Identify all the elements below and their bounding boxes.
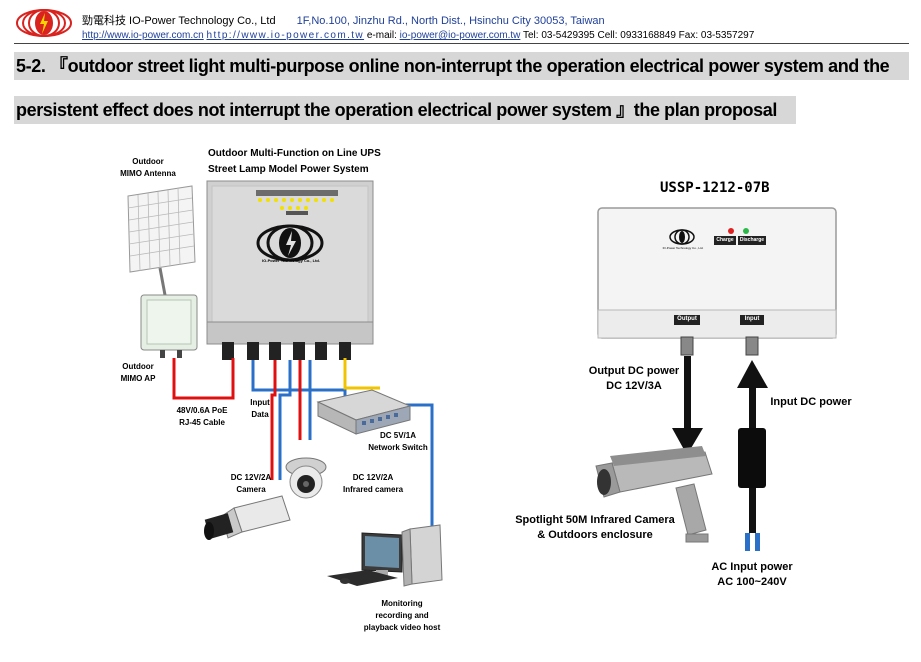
- model-number: USSP-1212-07B: [660, 180, 770, 196]
- charge-label: Charge: [716, 237, 734, 243]
- antenna-label-line-2: MIMO Antenna: [120, 169, 176, 178]
- switch-label-line-2: Network Switch: [368, 443, 428, 452]
- discharge-led-icon: [743, 228, 749, 234]
- contact-line: http://www.io-power.com.cn http://www.io…: [82, 30, 754, 41]
- website-cn-link[interactable]: http://www.io-power.com.cn: [82, 30, 204, 41]
- ups-cabinet-icon: [206, 180, 374, 360]
- poe-cable-label: 48V/0.6A PoE RJ-45 Cable: [166, 405, 238, 429]
- output-power-line-1: Output DC power: [588, 365, 680, 377]
- input-data-label: Input Data: [243, 397, 277, 421]
- ac-label-line-2: AC 100~240V: [717, 576, 787, 588]
- company-header: 勁電科技 IO-Power Technology Co., Ltd 1F,No.…: [82, 12, 605, 28]
- host-label-line-1: Monitoring: [381, 599, 423, 608]
- controller-brand-text: IO-Power Technology Co., Ltd.: [662, 246, 704, 250]
- host-label-line-2: recording and: [375, 611, 429, 620]
- camera-label-line-2: Camera: [236, 485, 266, 494]
- input-data-line-2: Data: [251, 410, 269, 419]
- mimo-antenna-icon: [127, 185, 196, 296]
- ap-label-line-1: Outdoor: [122, 362, 154, 371]
- discharge-label: Discharge: [739, 237, 765, 243]
- spotlight-label-line-1: Spotlight 50M Infrared Camera: [515, 514, 675, 526]
- monitoring-host-label: Monitoring recording and playback video …: [352, 598, 452, 634]
- switch-label: DC 5V/1A Network Switch: [362, 430, 434, 454]
- io-power-logo-icon: [16, 9, 72, 37]
- switch-label-line-1: DC 5V/1A: [379, 431, 416, 440]
- input-data-line-1: Input: [250, 398, 270, 407]
- email-label: e-mail:: [366, 30, 397, 41]
- network-switch-icon: [316, 389, 412, 435]
- poe-label-line-2: RJ-45 Cable: [179, 418, 225, 427]
- ups-brand-text: IO-Power Technology Co., Ltd.: [262, 258, 320, 263]
- input-arrow-icon: [737, 360, 768, 551]
- antenna-label: Outdoor MIMO Antenna: [112, 156, 184, 180]
- box-camera-icon: [204, 495, 291, 540]
- ap-label: Outdoor MIMO AP: [108, 361, 168, 385]
- company-name: 勁電科技 IO-Power Technology Co., Ltd: [82, 15, 276, 27]
- ussp-controller-icon: [597, 207, 837, 356]
- ir-camera-label: DC 12V/2A Infrared camera: [336, 472, 410, 496]
- ups-box-title: Outdoor Multi-Function on Line UPS Stree…: [208, 146, 388, 178]
- company-address: 1F,No.100, Jinzhu Rd., North Dist., Hsin…: [296, 15, 605, 27]
- ac-label-line-1: AC Input power: [711, 561, 793, 573]
- camera-power-label: DC 12V/2A Camera: [222, 472, 280, 496]
- section-title-line-2: persistent effect does not interrupt the…: [14, 96, 796, 124]
- ir-camera-label-line-2: Infrared camera: [342, 485, 404, 494]
- email-link[interactable]: io-power@io-power.com.tw: [399, 30, 521, 41]
- output-tag: Output: [677, 316, 697, 322]
- output-arrow-icon: [672, 356, 703, 455]
- output-power-line-2: DC 12V/3A: [606, 380, 662, 392]
- ups-title-line-2: Street Lamp Model Power System: [208, 164, 369, 175]
- mimo-ap-icon: [140, 294, 198, 358]
- monitoring-host-computer-icon: [327, 524, 443, 587]
- website-tw-link[interactable]: http://www.io-power.com.tw: [206, 30, 365, 41]
- spotlight-infrared-camera-icon: [595, 446, 713, 543]
- header-divider: [14, 43, 909, 44]
- section-title-line-1: 5-2. 『outdoor street light multi-purpose…: [14, 52, 909, 80]
- output-power-label: Output DC power DC 12V/3A: [578, 364, 690, 394]
- poe-label-line-1: 48V/0.6A PoE: [176, 406, 228, 415]
- ups-title-line-1: Outdoor Multi-Function on Line UPS: [208, 148, 381, 159]
- spotlight-camera-label: Spotlight 50M Infrared Camera & Outdoors…: [512, 513, 678, 543]
- antenna-label-line-1: Outdoor: [132, 157, 164, 166]
- input-tag: Input: [744, 316, 760, 322]
- phone-numbers: Tel: 03-5429395 Cell: 0933168849 Fax: 03…: [523, 30, 755, 41]
- infrared-dome-camera-icon: [285, 457, 327, 499]
- charge-led-icon: [728, 228, 734, 234]
- ir-camera-label-line-1: DC 12V/2A: [352, 473, 394, 482]
- ap-label-line-2: MIMO AP: [120, 374, 156, 383]
- input-power-label: Input DC power: [770, 396, 852, 408]
- camera-label-line-1: DC 12V/2A: [230, 473, 272, 482]
- ac-input-label: AC Input power AC 100~240V: [704, 560, 800, 590]
- spotlight-label-line-2: & Outdoors enclosure: [537, 529, 653, 541]
- host-label-line-3: playback video host: [363, 623, 441, 632]
